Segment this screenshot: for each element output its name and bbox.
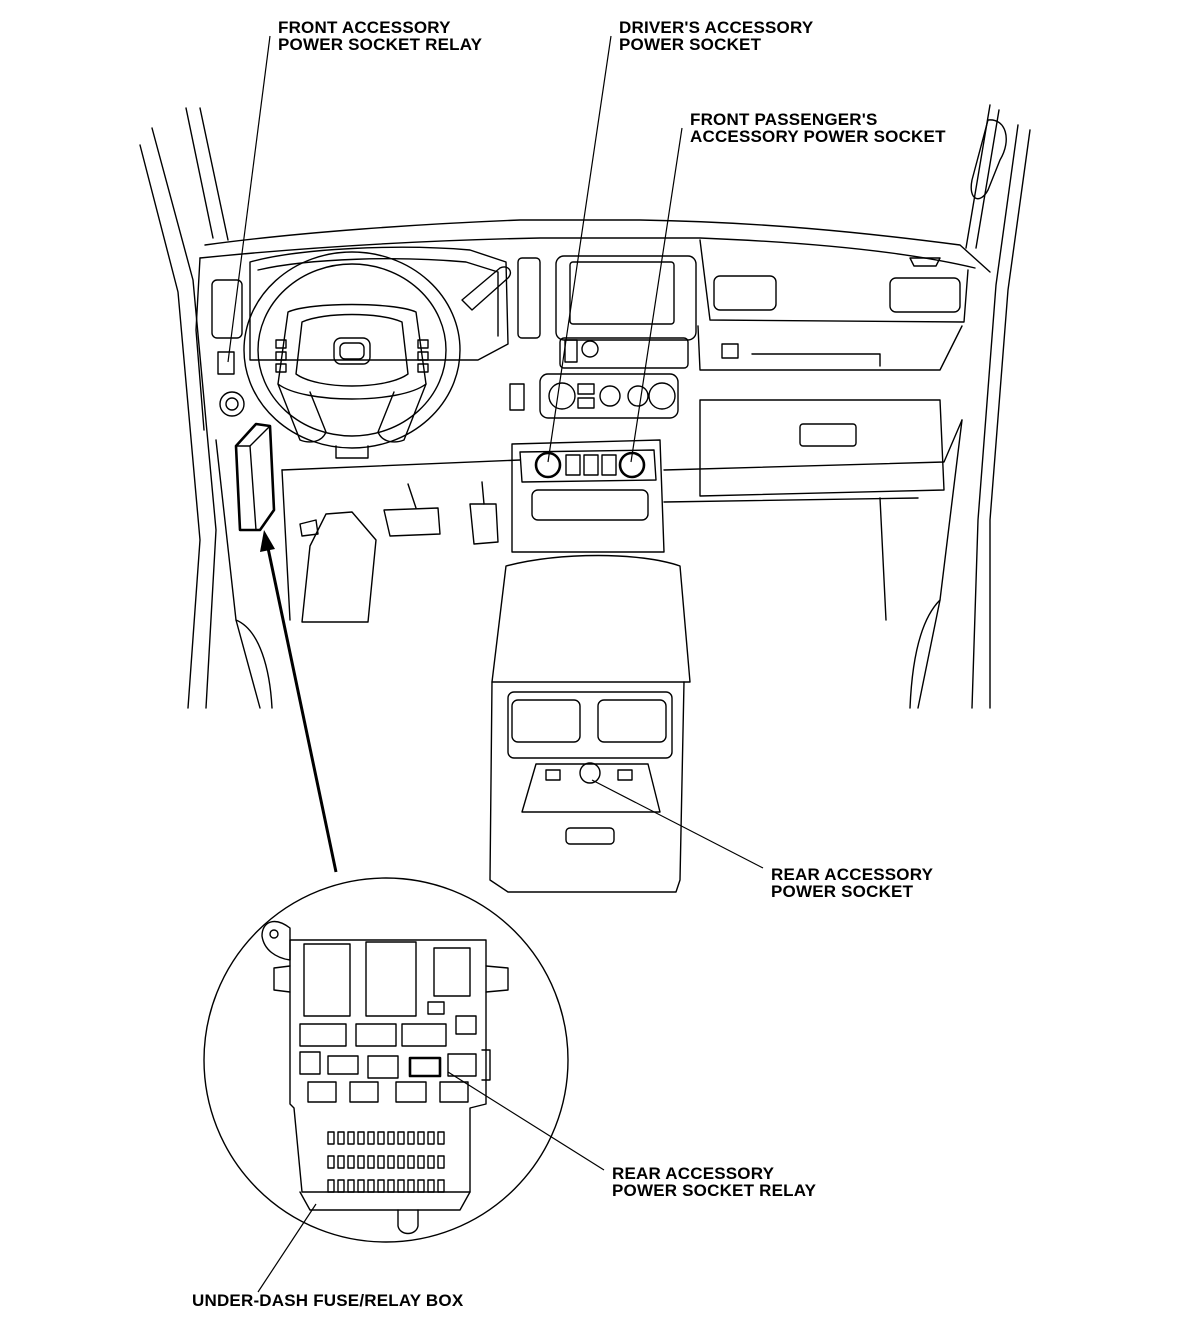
fuse-rows — [327, 1131, 445, 1193]
label-line: POWER SOCKET — [771, 882, 914, 901]
rear-accessory-power-socket-relay — [408, 1056, 442, 1078]
front-console — [511, 439, 665, 553]
fuse-slot — [397, 1131, 405, 1145]
fuse-box-detail — [203, 877, 569, 1243]
label-rear-accessory-power-socket: REAR ACCESSORY POWER SOCKET — [771, 865, 938, 901]
rear-accessory-power-socket — [579, 762, 601, 784]
fuse-slot — [367, 1131, 375, 1145]
fuse-slot — [437, 1179, 445, 1193]
fuse-slot — [327, 1179, 335, 1193]
label-line: ACCESSORY POWER SOCKET — [690, 127, 946, 146]
fuse-slot — [357, 1131, 365, 1145]
label-line: REAR ACCESSORY — [612, 1164, 775, 1183]
fuse-slot — [327, 1155, 335, 1169]
fuse-slot — [327, 1131, 335, 1145]
fuse-slot — [337, 1155, 345, 1169]
front-passengers-accessory-power-socket — [618, 451, 646, 479]
passenger-dashboard — [697, 239, 969, 497]
leader-lines — [227, 35, 764, 1293]
label-line: UNDER-DASH FUSE/RELAY BOX — [192, 1291, 464, 1310]
footwell — [281, 419, 963, 623]
fuse-slot — [397, 1179, 405, 1193]
steering-wheel — [243, 251, 461, 459]
fuse-slot — [427, 1131, 435, 1145]
fuse-slot — [407, 1155, 415, 1169]
label-line: REAR ACCESSORY — [771, 865, 934, 884]
label-line: POWER SOCKET RELAY — [278, 35, 483, 54]
fuse-slot — [337, 1179, 345, 1193]
vehicle-interior-illustration — [139, 104, 1031, 893]
fuse-slot — [437, 1155, 445, 1169]
fuse-slot — [417, 1155, 425, 1169]
fuse-slot — [377, 1179, 385, 1193]
fuse-slot — [377, 1155, 385, 1169]
fuse-slot — [387, 1179, 395, 1193]
label-line: POWER SOCKET — [619, 35, 762, 54]
fuse-slot — [377, 1131, 385, 1145]
fuse-slot — [417, 1179, 425, 1193]
fuse-slot — [367, 1155, 375, 1169]
label-rear-accessory-power-socket-relay: REAR ACCESSORY POWER SOCKET RELAY — [612, 1164, 817, 1200]
fuse-slot — [387, 1155, 395, 1169]
fuse-slot — [337, 1131, 345, 1145]
label-drivers-accessory-power-socket: DRIVER'S ACCESSORY POWER SOCKET — [619, 18, 818, 54]
fuse-slot — [347, 1155, 355, 1169]
fuse-slot — [367, 1179, 375, 1193]
left-air-vent — [211, 279, 245, 417]
fuse-slot — [427, 1155, 435, 1169]
center-stack — [509, 255, 697, 419]
label-line: DRIVER'S ACCESSORY — [619, 18, 814, 37]
rear-console — [489, 554, 691, 893]
label-line: FRONT PASSENGER'S — [690, 110, 878, 129]
fuse-slot — [347, 1179, 355, 1193]
label-under-dash-fuse-relay-box: UNDER-DASH FUSE/RELAY BOX — [192, 1291, 464, 1310]
fuse-slot — [387, 1131, 395, 1145]
fuse-slot — [417, 1131, 425, 1145]
right-a-pillar — [909, 104, 1031, 709]
fuse-slot — [357, 1179, 365, 1193]
fuse-slot — [427, 1179, 435, 1193]
fuse-slot — [357, 1155, 365, 1169]
label-front-accessory-power-socket-relay: FRONT ACCESSORY POWER SOCKET RELAY — [278, 18, 483, 54]
under-dash-fuse-relay-box-in-vehicle — [234, 422, 276, 532]
fuse-slot — [437, 1131, 445, 1145]
left-a-pillar — [139, 107, 273, 709]
drivers-accessory-power-socket — [534, 451, 562, 479]
fuse-box-location-arrow — [260, 530, 338, 873]
fuse-slot — [407, 1179, 415, 1193]
fuse-slot — [347, 1131, 355, 1145]
label-front-passengers-accessory-power-socket: FRONT PASSENGER'S ACCESSORY POWER SOCKET — [690, 110, 946, 146]
label-line: FRONT ACCESSORY — [278, 18, 451, 37]
label-line: POWER SOCKET RELAY — [612, 1181, 817, 1200]
fuse-slot — [397, 1155, 405, 1169]
front-accessory-power-socket-relay — [217, 351, 235, 375]
dashboard-top — [204, 219, 991, 273]
fuse-slot — [407, 1131, 415, 1145]
